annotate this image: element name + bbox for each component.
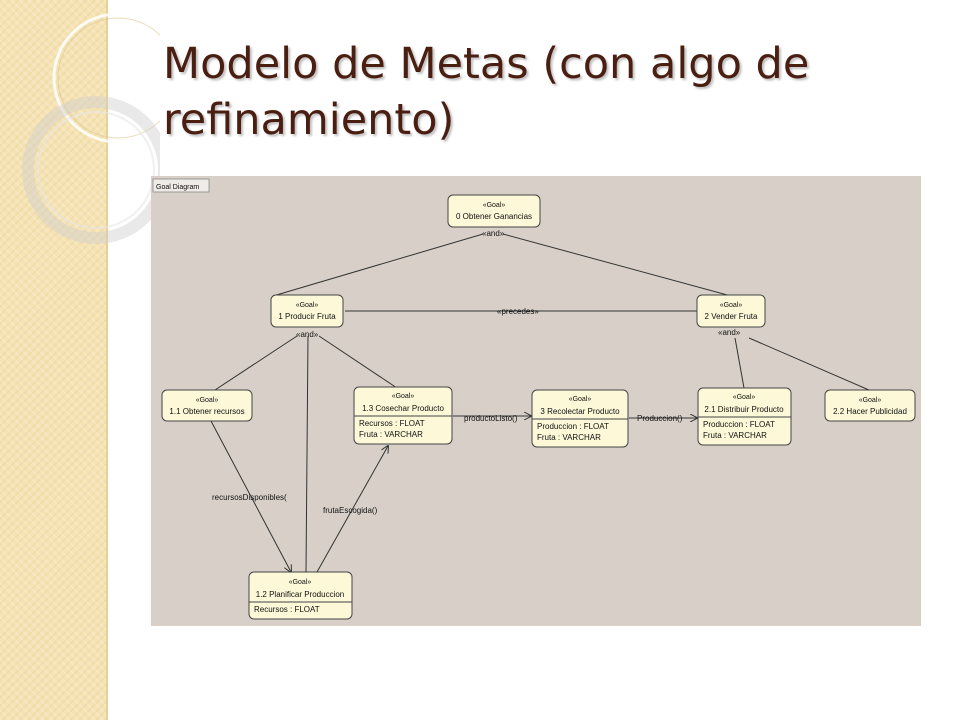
- goal-node-2-stereotype: «Goal»: [720, 302, 743, 309]
- goal-node-1-1[interactable]: «Goal» 1.1 Obtener recursos: [161, 389, 253, 422]
- goal-node-1-name: 1 Producir Fruta: [278, 312, 336, 321]
- decorative-circles: [22, 12, 160, 244]
- goal-node-2-name: 2 Vender Fruta: [705, 312, 758, 321]
- edge-label-and-right: «and»: [718, 328, 741, 337]
- goal-node-1-3-attr-2: Fruta : VARCHAR: [359, 430, 423, 439]
- edge-label-frutaEscogida: frutaEscogida(): [323, 506, 378, 515]
- goal-node-2-2-stereotype: «Goal»: [859, 397, 882, 404]
- edge-label-recursosDisponibles: recursosDisponibles(: [212, 493, 287, 502]
- goal-node-1-2-name: 1.2 Planificar Produccion: [256, 590, 345, 599]
- goal-node-3-attr-2: Fruta : VARCHAR: [537, 433, 601, 442]
- edge-label-produccion: Produccion(): [637, 414, 683, 423]
- slide-title: Modelo de Metas (con algo de refinamient…: [163, 39, 810, 145]
- goal-node-3-stereotype: «Goal»: [569, 396, 592, 403]
- edge-and-g1-g12: [305, 335, 309, 573]
- edge-and-g1-g11: [214, 335, 298, 391]
- goal-diagram-canvas: Goal Diagram «and» «precedes» «and» «and…: [151, 176, 921, 626]
- goal-node-1-stereotype: «Goal»: [296, 302, 319, 309]
- goal-node-1-2-stereotype: «Goal»: [289, 579, 312, 586]
- edge-label-and-left: «and»: [296, 330, 319, 339]
- frame-label-text: Goal Diagram: [156, 184, 199, 191]
- edge-and-g2-g21: [734, 337, 745, 389]
- edge-label-productoListo: productoListo(): [464, 414, 518, 423]
- goal-node-2-1-attr-2: Fruta : VARCHAR: [703, 431, 767, 440]
- goal-node-2-2[interactable]: «Goal» 2.2 Hacer Publicidad: [824, 389, 916, 422]
- edge-recursosDisponibles: [210, 420, 291, 572]
- goal-node-2-1-name: 2.1 Distribuir Producto: [704, 405, 784, 414]
- edge-frutaEscogida: [316, 446, 388, 573]
- goal-node-0-stereotype: «Goal»: [483, 202, 506, 209]
- goal-node-1-1-name: 1.1 Obtener recursos: [169, 407, 244, 416]
- goal-node-1-3[interactable]: «Goal» 1.3 Cosechar Producto Recursos : …: [353, 386, 453, 445]
- goal-node-3-attr-1: Produccion : FLOAT: [537, 422, 609, 431]
- edge-and-g2-g22: [748, 337, 870, 391]
- goal-diagram: Goal Diagram «and» «precedes» «and» «and…: [151, 176, 921, 626]
- goal-node-2-2-name: 2.2 Hacer Publicidad: [833, 407, 907, 416]
- edge-label-and-top: «and»: [482, 229, 505, 238]
- edge-and-g1-g13: [318, 335, 398, 389]
- frame-label: Goal Diagram: [152, 178, 210, 193]
- goal-node-3[interactable]: «Goal» 3 Recolectar Producto Produccion …: [531, 389, 629, 448]
- goal-node-2-1-stereotype: «Goal»: [733, 394, 756, 401]
- goal-node-1-3-stereotype: «Goal»: [392, 393, 415, 400]
- edge-and-g0-g1: [272, 233, 484, 297]
- goal-node-1-2[interactable]: «Goal» 1.2 Planificar Produccion Recurso…: [248, 571, 353, 620]
- goal-node-2[interactable]: «Goal» 2 Vender Fruta: [696, 294, 766, 328]
- goal-node-1-2-attr-1: Recursos : FLOAT: [254, 605, 320, 614]
- goal-node-3-name: 3 Recolectar Producto: [540, 407, 620, 416]
- edge-label-precedes: «precedes»: [497, 307, 539, 316]
- goal-node-1-1-stereotype: «Goal»: [196, 397, 219, 404]
- side-strip-border: [106, 0, 108, 720]
- goal-node-0[interactable]: «Goal» 0 Obtener Ganancias: [447, 194, 541, 228]
- edges: [210, 233, 870, 573]
- goal-node-1-3-name: 1.3 Cosechar Producto: [362, 404, 444, 413]
- decorative-side-strip: [0, 0, 106, 720]
- goal-node-2-1[interactable]: «Goal» 2.1 Distribuir Producto Produccio…: [697, 387, 792, 446]
- goal-node-1-3-attr-1: Recursos : FLOAT: [359, 419, 425, 428]
- goal-node-2-1-attr-1: Produccion : FLOAT: [703, 420, 775, 429]
- goal-node-1[interactable]: «Goal» 1 Producir Fruta: [270, 294, 344, 328]
- goal-node-0-name: 0 Obtener Ganancias: [456, 212, 532, 221]
- edge-and-g0-g2: [502, 233, 732, 297]
